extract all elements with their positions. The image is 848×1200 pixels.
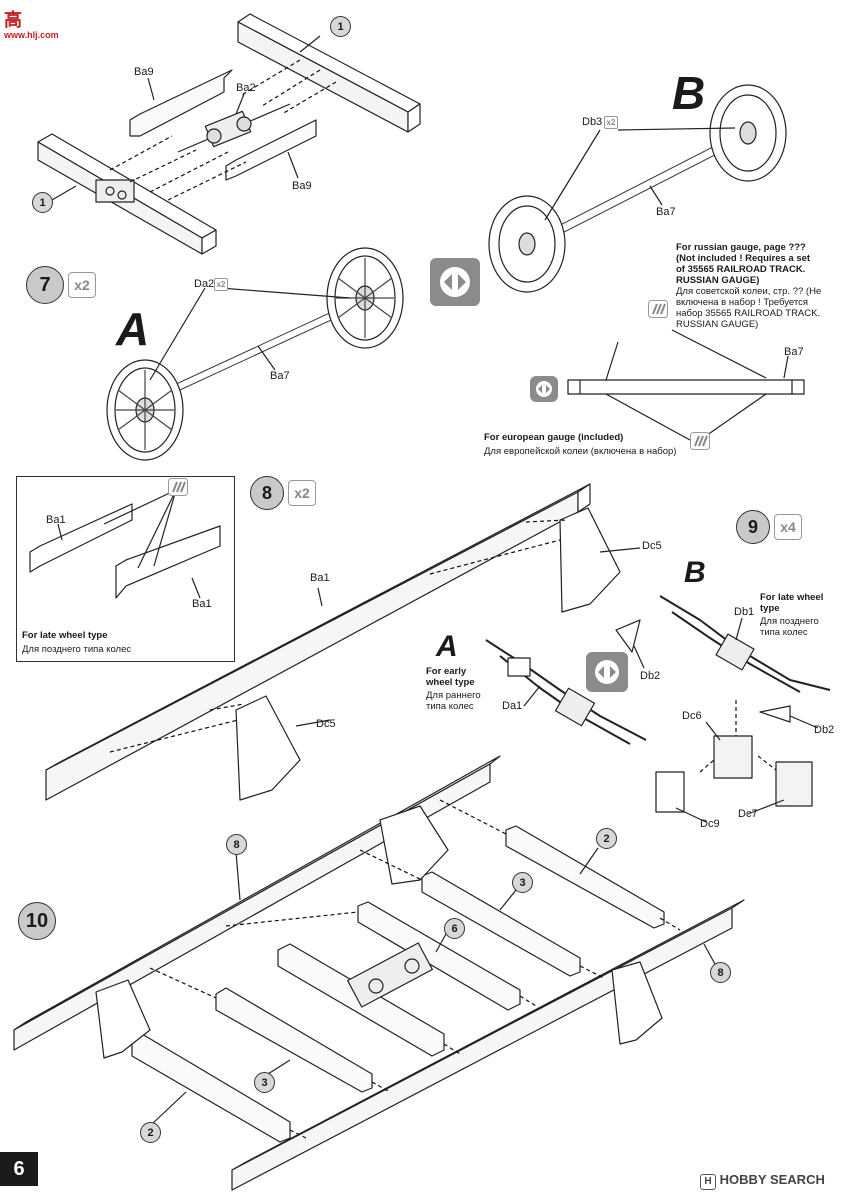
- part-label-ba1: Ba1: [192, 598, 212, 610]
- callout-part-8: 8: [226, 834, 247, 855]
- part-label-dc5: Dc5: [316, 718, 336, 730]
- note-european-gauge-ru: Для европейской колеи (включена в набор): [484, 446, 677, 457]
- step8-frame-rail-drawing: [45, 483, 641, 801]
- part-label-ba7: Ba7: [656, 206, 676, 218]
- alternative-swap-icon-step9: [586, 652, 628, 692]
- part-multiplier-da2: x2: [214, 278, 228, 291]
- part-label-dc7: Dc7: [738, 808, 758, 820]
- note-european-gauge-en: For european gauge (included): [484, 432, 624, 443]
- part-label-db1: Db1: [734, 606, 755, 618]
- glue-icon: [648, 300, 668, 318]
- callout-part-3: 3: [512, 872, 533, 893]
- part-label-db2: Db2: [814, 724, 835, 736]
- note-russian-gauge-en: For russian gauge, page ??? (Not include…: [676, 242, 811, 286]
- part-label-ba2: Ba2: [236, 82, 256, 94]
- step10-chassis-drawing: [13, 755, 745, 1191]
- hlj-site-text: www.hlj.com: [4, 30, 59, 40]
- part-label-dc5: Dc5: [642, 540, 662, 552]
- note-early-wheel-en: For early wheel type: [426, 666, 475, 688]
- part-label-ba9: Ba9: [134, 66, 154, 78]
- step-multiplier-9: x4: [774, 514, 802, 540]
- part-label-db2: Db2: [640, 670, 661, 682]
- callout-part-6: 6: [444, 918, 465, 939]
- note-late-type-ru: Для позднего типа колес: [22, 644, 132, 655]
- alternative-swap-icon: [430, 258, 480, 306]
- callout-part-2: 2: [596, 828, 617, 849]
- alternative-swap-icon-small: [530, 376, 558, 402]
- step9-springs-drawing: [485, 595, 831, 823]
- variant-letter-a-top: A: [116, 303, 150, 355]
- page-number: 6: [0, 1152, 38, 1186]
- glue-icon: [168, 478, 188, 496]
- part-label-dc9: Dc9: [700, 818, 720, 830]
- hlj-logo: 高: [4, 6, 22, 32]
- callout-part-2: 2: [140, 1122, 161, 1143]
- european-axle-drawing: [567, 329, 805, 441]
- step-number-10: 10: [18, 902, 56, 940]
- step6-frame-drawing: [37, 13, 421, 255]
- note-russian-gauge-ru: Для советской колеи, стр. ?? (Не включен…: [676, 286, 822, 330]
- part-label-ba1: Ba1: [46, 514, 66, 526]
- step-number-9: 9: [736, 510, 770, 544]
- step7-axle-a-drawing: [106, 247, 404, 461]
- hlj-logo-text: 高: [4, 10, 22, 30]
- hobbysearch-logo: H HOBBY SEARCH: [700, 1172, 825, 1190]
- step-multiplier-7: x2: [68, 272, 96, 298]
- step7-axle-b-drawing: [488, 84, 787, 293]
- callout-part-1: 1: [330, 16, 351, 37]
- hobbysearch-text: HOBBY SEARCH: [719, 1172, 825, 1187]
- step-multiplier-8: x2: [288, 480, 316, 506]
- variant-letter-a-step9: A: [436, 630, 458, 663]
- step-number-8: 8: [250, 476, 284, 510]
- part-label-ba7: Ba7: [784, 346, 804, 358]
- step-number-7: 7: [26, 266, 64, 304]
- note-early-wheel-ru: Для раннего типа колес: [426, 690, 481, 712]
- callout-part-1: 1: [32, 192, 53, 213]
- note-late-type-en: For late wheel type: [22, 630, 108, 641]
- note-late-wheel-ru: Для позднего типа колес: [760, 616, 819, 638]
- callout-part-8: 8: [710, 962, 731, 983]
- glue-icon: [690, 432, 710, 450]
- inset-rails-drawing: [29, 489, 221, 599]
- callout-part-3: 3: [254, 1072, 275, 1093]
- variant-letter-b-step9: B: [684, 556, 706, 589]
- part-label-da1: Da1: [502, 700, 523, 712]
- note-late-wheel-en: For late wheel type: [760, 592, 824, 614]
- inset-late-wheel-box: [16, 476, 235, 662]
- part-label-ba7: Ba7: [270, 370, 290, 382]
- part-multiplier-db3: x2: [604, 116, 618, 129]
- hobbysearch-h-icon: H: [700, 1174, 716, 1190]
- variant-letter-b-top: B: [672, 67, 706, 119]
- part-label-da2: Da2: [194, 278, 215, 290]
- part-label-db3: Db3: [582, 116, 603, 128]
- part-label-ba9: Ba9: [292, 180, 312, 192]
- part-label-dc6: Dc6: [682, 710, 702, 722]
- part-label-ba1: Ba1: [310, 572, 330, 584]
